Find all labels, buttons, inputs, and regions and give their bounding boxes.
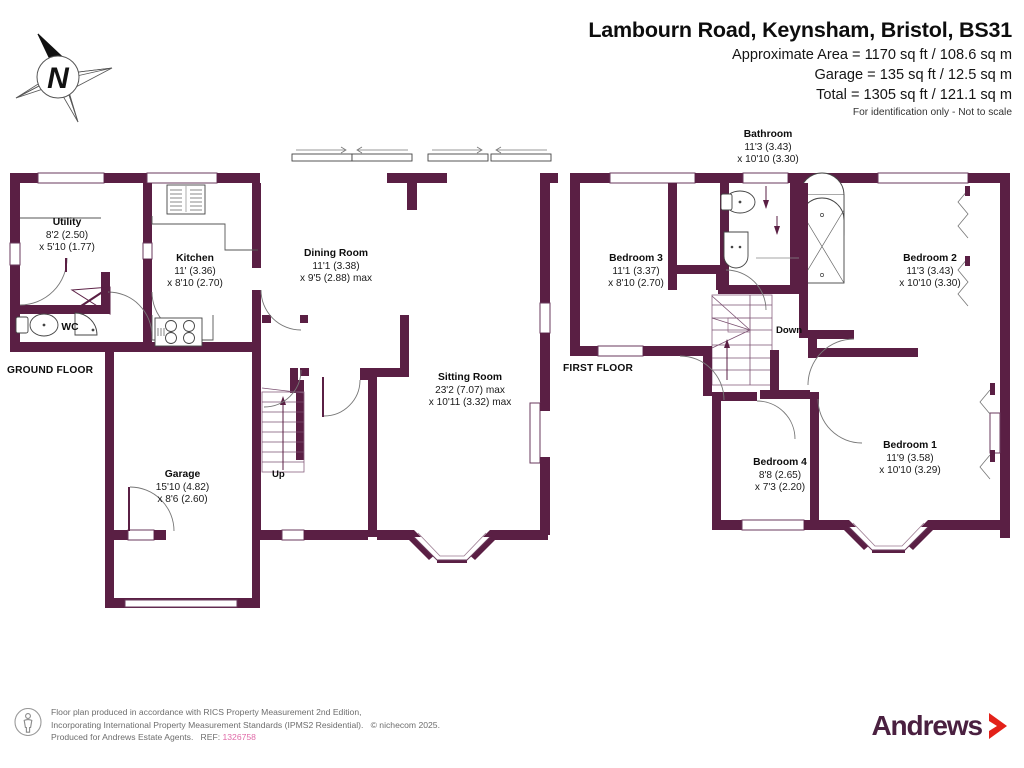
area-line-total: Total = 1305 sq ft / 121.1 sq m bbox=[816, 87, 1012, 103]
footer-line-1: Floor plan produced in accordance with R… bbox=[51, 707, 362, 718]
area-line-garage: Garage = 135 sq ft / 12.5 sq m bbox=[814, 67, 1012, 83]
person-icon bbox=[14, 708, 42, 737]
bay-window-first bbox=[841, 520, 936, 553]
compass-rose-icon: N bbox=[8, 22, 116, 126]
footer: Floor plan produced in accordance with R… bbox=[14, 706, 440, 744]
stairs-down bbox=[711, 294, 773, 386]
page-title: Lambourn Road, Keynsham, Bristol, BS31 bbox=[588, 18, 1012, 42]
floor-label-ground: GROUND FLOOR bbox=[7, 365, 94, 376]
room-label-kitchen: Kitchen 11' (3.36) x 8'10 (2.70) bbox=[167, 253, 223, 289]
room-label-sitting-room: Sitting Room 23'2 (7.07) max x 10'11 (3.… bbox=[428, 372, 512, 408]
footer-line-2a: Incorporating International Property Mea… bbox=[51, 719, 364, 730]
disclaimer-text: For identification only - Not to scale bbox=[852, 107, 1012, 118]
area-line-approximate: Approximate Area = 1170 sq ft / 108.6 sq… bbox=[731, 47, 1012, 63]
wc-fixtures bbox=[15, 312, 98, 337]
header: Lambourn Road, Keynsham, Bristol, BS31 A… bbox=[588, 18, 1012, 118]
room-label-bedroom-4: Bedroom 4 8'8 (2.65) x 7'3 (2.20) bbox=[753, 457, 807, 493]
logo-wordmark: Andrews bbox=[871, 710, 983, 741]
room-label-wc: WC bbox=[61, 322, 79, 333]
first-floor-plan bbox=[570, 172, 1010, 553]
ground-floor-plan bbox=[9, 146, 558, 608]
room-label-bathroom: Bathroom 11'3 (3.43) x 10'10 (3.30) bbox=[737, 129, 799, 165]
room-label-bedroom-3: Bedroom 3 11'1 (3.37) x 8'10 (2.70) bbox=[608, 253, 664, 289]
footer-line-2: Incorporating International Property Mea… bbox=[51, 719, 440, 732]
compass-north-label: N bbox=[47, 62, 70, 95]
stair-label-down: Down bbox=[776, 325, 803, 336]
room-label-bedroom-2: Bedroom 2 11'3 (3.43) x 10'10 (3.30) bbox=[899, 253, 961, 289]
room-label-garage: Garage 15'10 (4.82) x 8'6 (2.60) bbox=[155, 469, 210, 505]
kitchen-fixtures bbox=[151, 184, 258, 347]
bathroom-fixtures bbox=[720, 172, 845, 284]
bay-window-ground bbox=[406, 530, 498, 563]
stair-label-up: Up bbox=[272, 469, 285, 480]
footer-ref-label: REF: bbox=[200, 732, 221, 743]
footer-text: Floor plan produced in accordance with R… bbox=[51, 706, 440, 744]
footer-copyright: © nichecom 2025. bbox=[370, 719, 440, 730]
floor-label-first: FIRST FLOOR bbox=[563, 363, 634, 374]
stairs-up bbox=[261, 387, 305, 473]
window-symbols-ground bbox=[291, 146, 552, 162]
room-label-dining-room: Dining Room 11'1 (3.38) x 9'5 (2.88) max bbox=[299, 248, 373, 284]
footer-agent: Produced for Andrews Estate Agents. bbox=[51, 732, 194, 743]
andrews-logo[interactable]: Andrews bbox=[871, 710, 1010, 742]
footer-line-3: Produced for Andrews Estate Agents. REF:… bbox=[51, 731, 440, 744]
footer-ref-value: 1326758 bbox=[222, 732, 256, 743]
room-label-bedroom-1: Bedroom 1 11'9 (3.58) x 10'10 (3.29) bbox=[879, 440, 941, 476]
party-wall-zigzag bbox=[957, 189, 991, 480]
chevron-right-icon bbox=[989, 713, 1007, 739]
room-label-utility: Utility 8'2 (2.50) x 5'10 (1.77) bbox=[39, 217, 95, 253]
